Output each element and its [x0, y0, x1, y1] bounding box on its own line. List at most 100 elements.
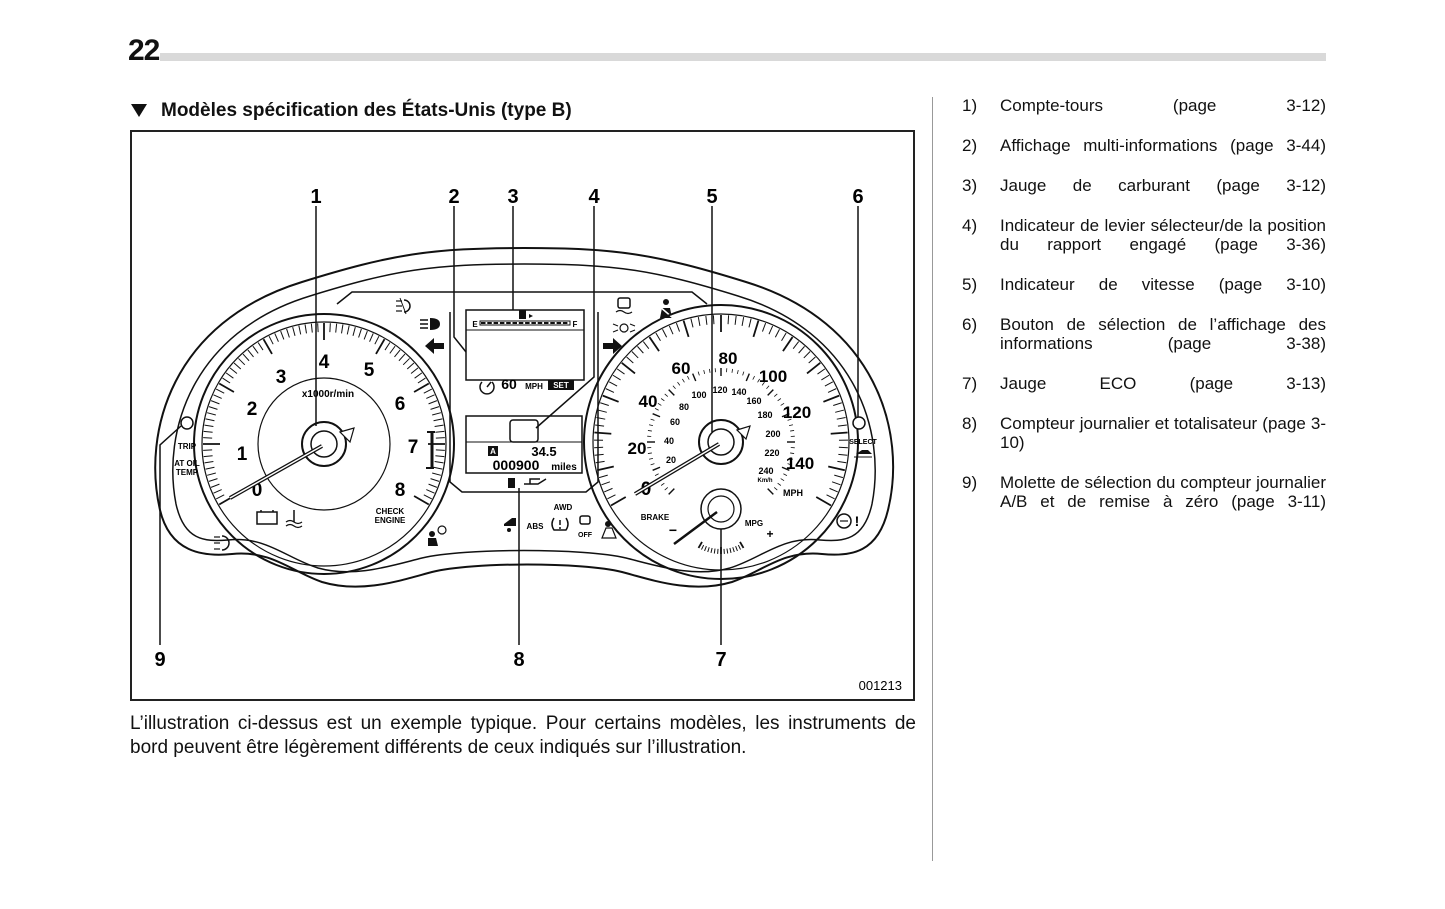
gauge-tick — [837, 460, 847, 464]
callout-legend: 1)Compte-tours (page 3-12) 2)Affichage m… — [962, 96, 1326, 532]
gauge-tick — [375, 338, 386, 355]
gauge-tick — [821, 374, 830, 381]
gauge-tick — [712, 315, 715, 325]
gauge-tick — [607, 494, 616, 500]
gauge-tick — [384, 342, 391, 351]
kmh-label-220: 220 — [764, 448, 779, 458]
kmh-label-100: 100 — [691, 390, 706, 400]
gauge-tick — [434, 424, 444, 427]
tach-label-1: 1 — [237, 444, 248, 465]
vdc-off-label: OFF — [578, 532, 593, 539]
callout-7: 7 — [715, 649, 726, 671]
gauge-tick — [827, 388, 837, 393]
gauge-tick — [432, 472, 442, 476]
gauge-tick — [433, 466, 443, 470]
gauge-tick — [806, 362, 821, 375]
odometer-value: 000900 — [493, 457, 540, 473]
gauge-tick — [595, 424, 605, 427]
gauge-tick — [824, 381, 834, 387]
column-divider — [932, 97, 933, 861]
gauge-tick — [662, 329, 668, 338]
kmh-label-120: 120 — [712, 385, 727, 395]
gauge-tick — [206, 412, 216, 416]
tach-unit-label: x1000r/min — [302, 389, 354, 400]
gauge-tick — [780, 402, 785, 406]
trip-knob[interactable] — [180, 416, 194, 430]
gauge-tick — [767, 488, 774, 495]
srs-airbag-warning-icon — [428, 525, 447, 546]
cluster-housing-outer — [154, 246, 895, 588]
gauge-tick — [417, 377, 426, 384]
gauge-tick — [731, 368, 733, 373]
gauge-tick — [210, 483, 220, 488]
gauge-tick — [652, 413, 661, 418]
tach-label-6: 6 — [395, 394, 406, 415]
steering-exclamation-icon: ! — [855, 513, 860, 529]
gauge-tick — [687, 375, 690, 380]
odometer-unit: miles — [551, 462, 577, 473]
gauge-tick — [668, 325, 674, 335]
gauge-tick — [218, 382, 235, 393]
trip-label: TRIP — [178, 442, 197, 451]
mph-label-40: 40 — [639, 392, 658, 411]
gauge-tick — [664, 487, 669, 491]
at-oil-temp-label-line2: TEMP — [176, 468, 199, 477]
figure-code: 001213 — [859, 678, 902, 693]
gauge-tick — [595, 460, 605, 464]
at-oil-temp-label-line1: AT OIL — [174, 459, 200, 468]
right-turn-signal-icon — [603, 338, 622, 354]
legend-item-text: Compte-tours (page 3-12) — [1000, 96, 1326, 115]
tach-label-3: 3 — [276, 367, 287, 388]
gauge-tick — [286, 328, 290, 338]
gauge-tick — [626, 356, 634, 364]
gauge-tick — [210, 400, 220, 405]
gauge-tick — [655, 332, 661, 341]
gauge-tick — [773, 393, 778, 397]
select-knob[interactable] — [852, 416, 866, 430]
cluster-housing-inner — [172, 263, 876, 573]
fuel-gauge-empty-label: E — [472, 320, 478, 329]
tach-label-5: 5 — [364, 360, 375, 381]
gauge-tick — [707, 547, 710, 553]
gauge-tick — [710, 547, 713, 553]
legend-item-number: 3) — [962, 176, 978, 195]
front-fog-light-icon — [396, 297, 411, 315]
gauge-tick — [833, 402, 842, 407]
gauge-tick — [650, 418, 655, 421]
gauge-tick — [817, 368, 826, 375]
gauge-tick — [741, 316, 745, 326]
mph-unit: MPH — [783, 488, 803, 498]
kmh-label-40: 40 — [664, 436, 674, 446]
gauge-tick — [610, 496, 627, 507]
callout-6: 6 — [852, 186, 863, 208]
gauge-tick — [736, 369, 739, 375]
callout-9: 9 — [154, 649, 165, 671]
mph-label-120: 120 — [783, 403, 811, 422]
gauge-tick — [768, 325, 774, 335]
gauge-tick — [215, 388, 225, 394]
eco-minus-label: − — [669, 522, 677, 538]
legend-item: 4)Indicateur de levier sélecteur/de la p… — [962, 216, 1326, 273]
fuel-segment — [493, 322, 499, 324]
gauge-tick — [752, 320, 760, 338]
gauge-tick — [787, 418, 792, 421]
legend-item-text: Compteur journalier et totalisateur (pag… — [1000, 414, 1326, 452]
gauge-tick — [815, 496, 832, 507]
gauge-tick — [648, 424, 654, 427]
gauge-tick — [713, 548, 716, 554]
fuel-segment — [506, 322, 511, 324]
gauge-tick — [777, 398, 782, 402]
tach-label-7: 7 — [408, 437, 419, 458]
gauge-tick — [835, 409, 845, 413]
fuel-segment — [531, 322, 536, 324]
gauge-tick — [369, 333, 374, 342]
legend-item-text: Molette de sélection du compteur journal… — [1000, 473, 1326, 511]
gauge-tick — [602, 394, 619, 403]
headlight-on-icon — [612, 323, 636, 333]
gauge-tick — [426, 394, 435, 399]
legend-item: 1)Compte-tours (page 3-12) — [962, 96, 1326, 134]
gauge-tick — [826, 494, 835, 500]
cruise-speed: 60 — [501, 376, 517, 392]
gauge-tick — [654, 473, 659, 476]
gauge-tick — [834, 474, 844, 479]
